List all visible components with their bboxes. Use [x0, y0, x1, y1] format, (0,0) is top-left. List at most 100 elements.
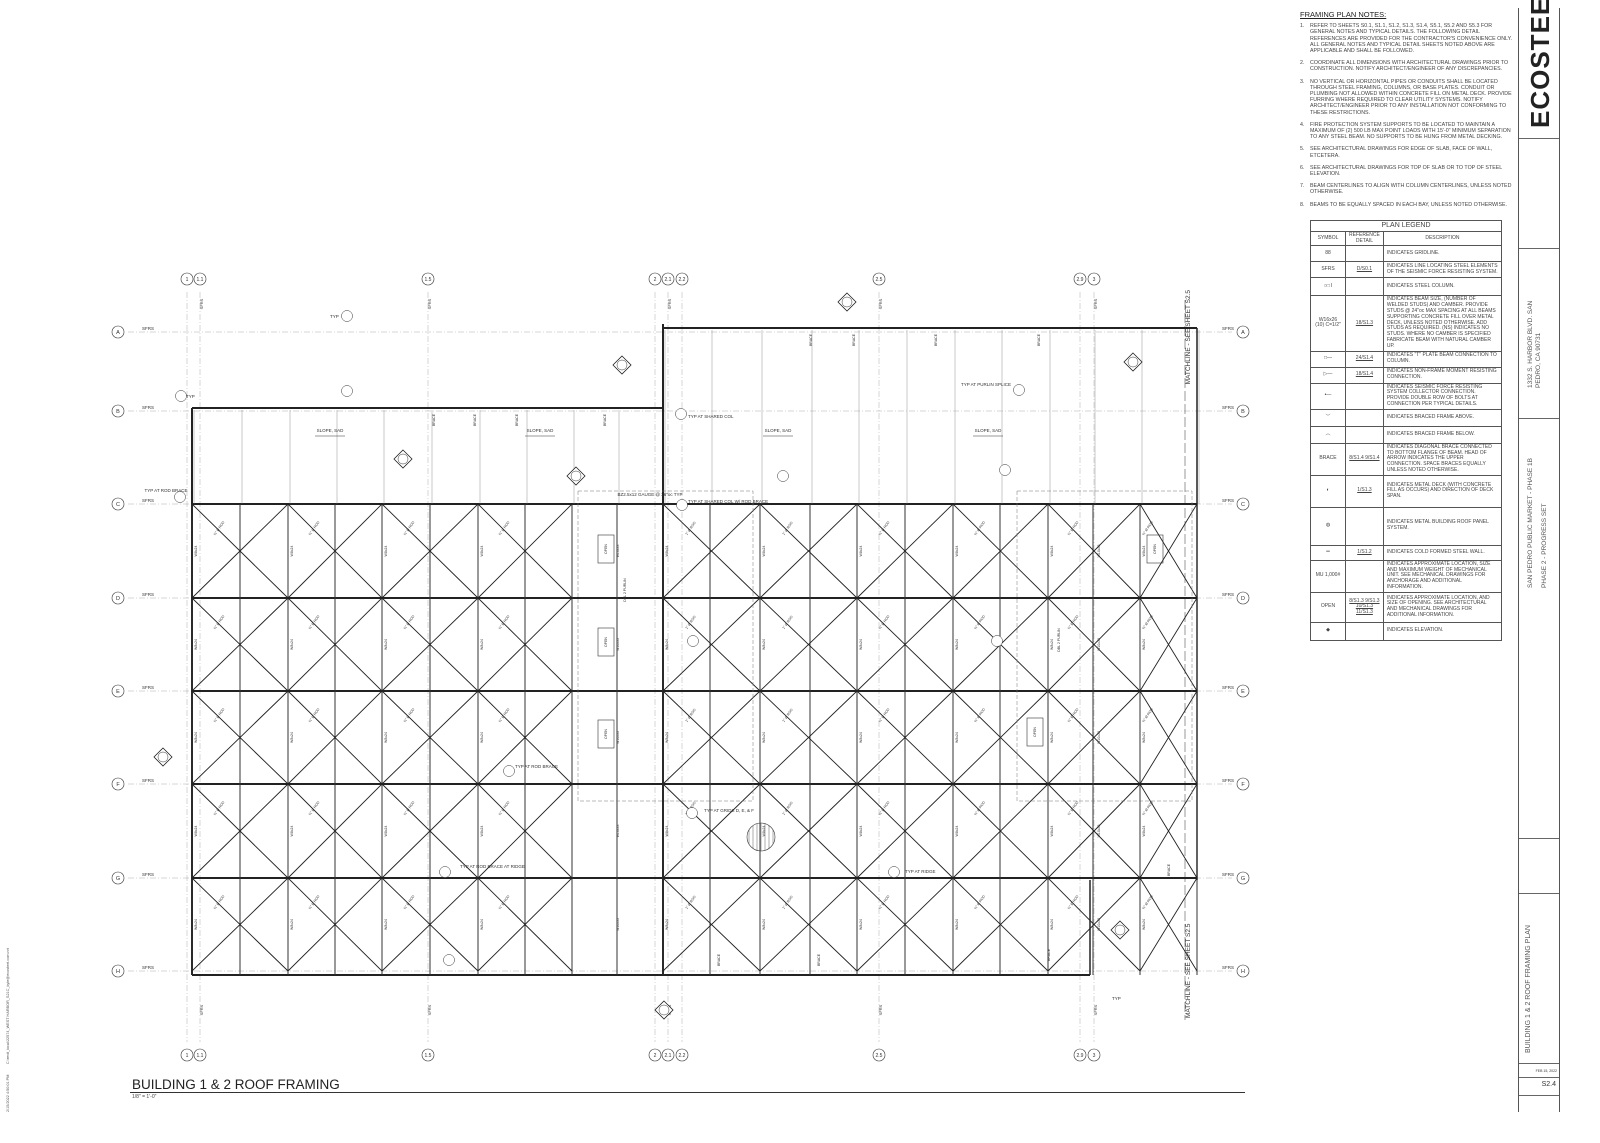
- brace-tag: BRACE: [473, 413, 477, 426]
- legend-description: INDICATES NON-FRAME MOMENT RESISTING CON…: [1382, 366, 1503, 384]
- beam-label: W8x24: [290, 826, 294, 837]
- legend-row: MU 1,000#INDICATES APPROXIMATE LOCATION,…: [1310, 559, 1503, 593]
- beam-label: W8x24: [955, 546, 959, 557]
- brace-zone: [577, 490, 754, 802]
- legend-title: PLAN LEGEND: [1310, 220, 1502, 232]
- rod-brace: [759, 597, 858, 692]
- legend-symbol: W16x26 (10) C=1/2": [1310, 295, 1346, 352]
- rod-brace: [477, 783, 573, 879]
- slope-label: SLOPE, SAD: [527, 428, 555, 433]
- grid-label-right: C: [1241, 502, 1245, 508]
- grid-label-bottom: 1.5: [425, 1053, 432, 1059]
- section-marker-bubble: [157, 751, 169, 763]
- rod-label: ¾" Ø ROD: [973, 894, 986, 910]
- beam-label: W8x24: [480, 546, 484, 557]
- rod-brace: [856, 783, 954, 879]
- rod-brace: [191, 503, 289, 599]
- legend-row: •—INDICATES SEISMIC FORCE RESISTING SYST…: [1310, 382, 1503, 410]
- beam-label: W10x33: [1097, 825, 1101, 838]
- sfrs-label-top: SFRS: [878, 298, 883, 309]
- grid-label-bottom: 2.5: [876, 1053, 883, 1059]
- legend-symbol: ▷—: [1310, 366, 1346, 384]
- rod-label: ¾" Ø ROD: [973, 707, 986, 723]
- rod-brace: [856, 877, 954, 972]
- plot-stamp: 2/15/2022 4:50:01 PM C:\revit_local\2257…: [6, 948, 11, 1112]
- beam-label: W8x24: [384, 639, 388, 650]
- sfrs-label-top: SFRS: [199, 298, 204, 309]
- grid-bubble-bottom: [421, 1048, 435, 1062]
- legend-description: INDICATES BRACED FRAME ABOVE.: [1382, 408, 1503, 427]
- grid-bubble-right: [1236, 684, 1250, 698]
- grid-bubble-bottom: [872, 1048, 886, 1062]
- grid-label-top: 2.9: [1077, 277, 1084, 283]
- legend-symbol: ◆: [1310, 621, 1346, 641]
- beam-label: W8x24: [1050, 546, 1054, 557]
- detail-callout-bubble: [675, 408, 687, 420]
- beam-label: W8x24: [290, 732, 294, 743]
- beam-label: W10x33: [1097, 918, 1101, 931]
- grid-label-left: F: [116, 782, 120, 788]
- note-item: 2.COORDINATE ALL DIMENSIONS WITH ARCHITE…: [1300, 60, 1512, 72]
- rod-label: ¾" Ø ROD: [213, 520, 226, 536]
- rod-label: ¾" Ø ROD: [1141, 614, 1154, 630]
- legend-description: INDICATES LINE LOCATING STEEL ELEMENTS O…: [1382, 261, 1503, 279]
- grid-bubble-top: [675, 272, 689, 286]
- rod-brace: [477, 503, 573, 599]
- legend-reference: 8/S1.4 9/S1.4: [1345, 442, 1384, 476]
- rod-brace: [856, 503, 954, 599]
- legend-reference: [1345, 245, 1384, 263]
- legend-symbol: ═: [1310, 544, 1346, 561]
- detail-callout-bubble: [888, 866, 900, 878]
- note-number: 6.: [1300, 164, 1305, 171]
- beam-label: W8x24: [480, 919, 484, 930]
- legend-description: INDICATES BEAM SIZE, (NUMBER OF WELDED S…: [1382, 295, 1503, 352]
- beam-label: W8x24: [665, 732, 669, 743]
- plan-annotation: TYP AT ROD BRACE AT RIDGE: [460, 864, 525, 869]
- sfrs-label-right: SFRS: [1222, 498, 1234, 503]
- grid-bubble-right: [1236, 325, 1250, 339]
- section-marker-bubble: [1127, 356, 1139, 368]
- rod-label: ¾" Ø ROD: [403, 614, 416, 630]
- company-logo: ECOSTEEL: [1525, 0, 1555, 128]
- sfrs-label-left: SFRS: [142, 405, 154, 410]
- grid-bubble-right: [1236, 964, 1250, 978]
- rod-brace: [381, 690, 479, 785]
- beam-label: W8x24: [1142, 546, 1146, 557]
- beam-label: W8x24: [955, 639, 959, 650]
- grid-bubble-left: [111, 325, 125, 339]
- sheet-title-cell: BUILDING 1 & 2 ROOF FRAMING PLAN: [1519, 893, 1559, 1064]
- plot-file: C:\revit_local\22574_WEST HARBOR_S21C_ky…: [6, 948, 10, 1065]
- plan-annotation: TYP AT RIDGE: [905, 869, 936, 874]
- grid-label-top: 1: [186, 277, 189, 283]
- sfrs-label-top: SFRS: [667, 298, 672, 309]
- legend-reference: [1345, 621, 1384, 641]
- beam-label: W8x24: [859, 546, 863, 557]
- plan-title-underline: [130, 1092, 1245, 1093]
- legend-description: INDICATES DIAGONAL BRACE CONNECTED TO BO…: [1382, 442, 1503, 476]
- beam-label: W10x33: [1097, 638, 1101, 651]
- rod-label-large: 1" Ø ROD: [685, 707, 698, 722]
- beam-label: W10x33: [616, 638, 620, 651]
- sfrs-label-top: SFRS: [427, 298, 432, 309]
- sheet-number-cell: S2.4: [1519, 1077, 1559, 1096]
- rod-brace: [1047, 877, 1141, 972]
- legend-symbol: ◍: [1310, 506, 1346, 546]
- rod-label-large: 1" Ø ROD: [782, 614, 795, 629]
- grid-bubble-top: [421, 272, 435, 286]
- grid-label-right: A: [1241, 330, 1245, 336]
- note-item: 1.REFER TO SHEETS S0.1, S1.1, S1.2, S1.3…: [1300, 23, 1512, 54]
- legend-reference: 1/S1.2: [1345, 544, 1384, 561]
- plan-annotation: BZ2.5x12 GAUGE @ 36"oc TYP: [617, 492, 682, 497]
- plan-scale: 1/8" = 1'-0": [132, 1094, 157, 1100]
- legend-row: ﹀INDICATES BRACED FRAME ABOVE.: [1310, 408, 1503, 427]
- rod-brace: [381, 877, 479, 972]
- detail-callout-bubble: [174, 491, 186, 503]
- legend-symbol: 88: [1310, 245, 1346, 263]
- slope-label: SLOPE, SAD: [975, 428, 1003, 433]
- beam-label: W8x24: [194, 919, 198, 930]
- rod-brace: [1139, 597, 1198, 692]
- beam-label: W8x24: [1142, 639, 1146, 650]
- beam-label: W8x24: [290, 639, 294, 650]
